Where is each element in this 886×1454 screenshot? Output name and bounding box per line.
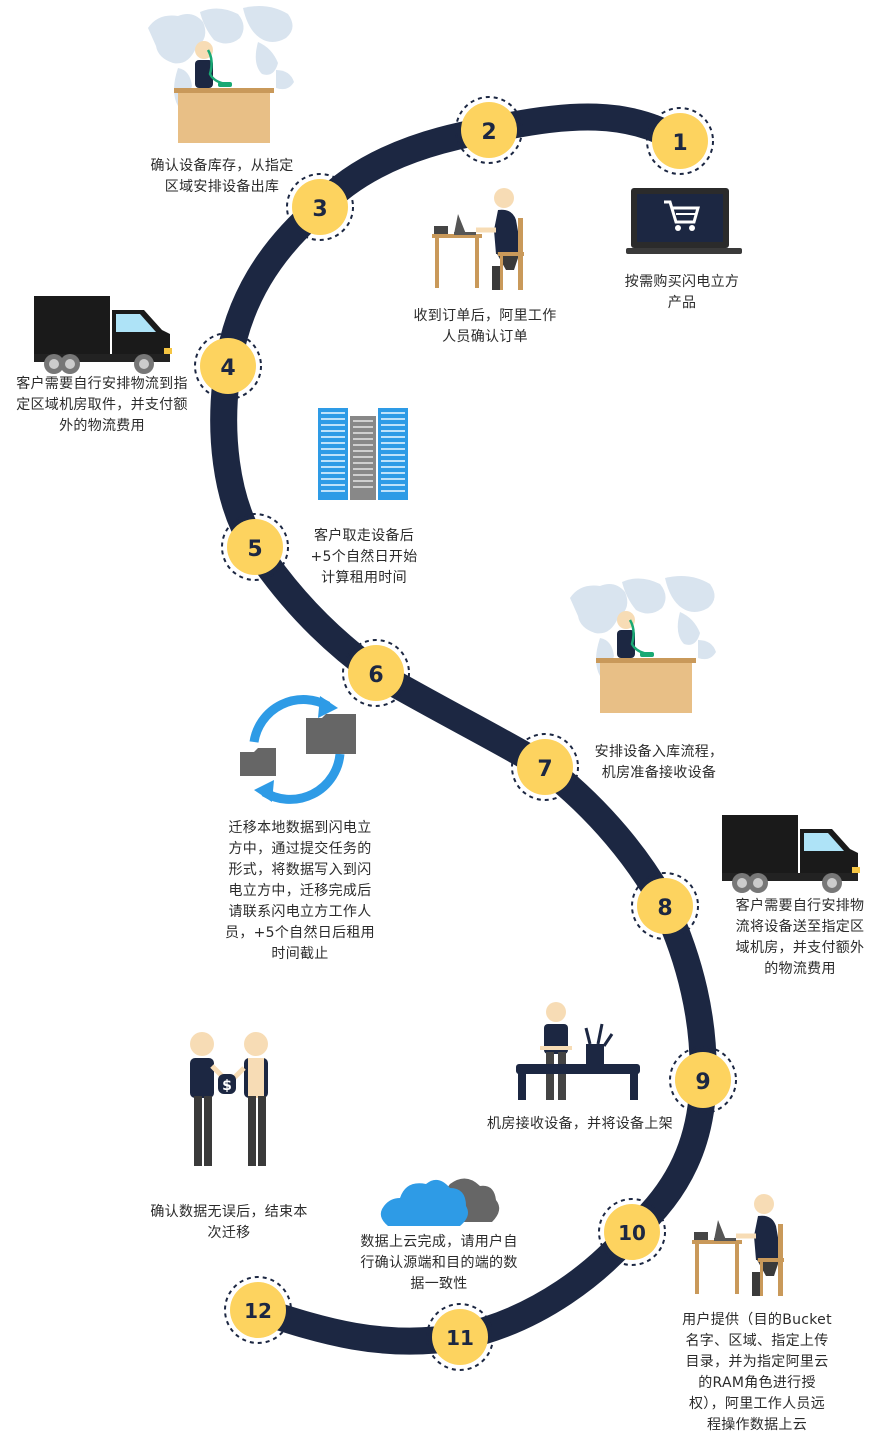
step-number-7: 7 bbox=[537, 757, 552, 782]
sync-folders-icon bbox=[240, 695, 356, 804]
step-badge-2: 2 bbox=[455, 96, 523, 164]
step-4-description: 客户需要自行安排物流到指 定区域机房取件，并支付额 外的物流费用 bbox=[16, 376, 188, 434]
step-number-1: 1 bbox=[672, 131, 687, 156]
step-badge-4: 4 bbox=[194, 332, 262, 400]
step-7-description: 安排设备入库流程， 机房准备接收设备 bbox=[594, 744, 724, 781]
step-number-2: 2 bbox=[481, 120, 496, 145]
step-badge-12: 12 bbox=[224, 1276, 292, 1344]
step-badge-8: 8 bbox=[631, 872, 699, 940]
person-on-phone-desk-icon bbox=[148, 6, 294, 143]
step-6-description: 迁移本地数据到闪电立 方中，通过提交任务的 形式，将数据写入到闪 电立方中，迁移… bbox=[225, 820, 375, 962]
step-11-description: 数据上云完成，请用户自 行确认源端和目的端的数 据一致性 bbox=[360, 1234, 518, 1292]
step-5-description: 客户取走设备后 +5个自然日开始 计算租用时间 bbox=[310, 528, 418, 586]
laptop-cart-icon bbox=[626, 188, 742, 254]
step-number-11: 11 bbox=[446, 1326, 474, 1350]
step-badge-3: 3 bbox=[286, 173, 354, 241]
step-number-5: 5 bbox=[247, 537, 262, 562]
step-2-description: 收到订单后，阿里工作 人员确认订单 bbox=[413, 308, 557, 345]
step-badge-6: 6 bbox=[342, 639, 410, 707]
buildings-icon bbox=[318, 408, 408, 500]
truck-icon bbox=[34, 296, 172, 374]
step-number-12: 12 bbox=[244, 1299, 272, 1323]
step-badge-1: 1 bbox=[646, 107, 714, 175]
step-badge-7: 7 bbox=[511, 733, 579, 801]
step-badge-11: 11 bbox=[426, 1303, 494, 1371]
step-number-3: 3 bbox=[312, 197, 327, 222]
person-on-phone-desk-icon bbox=[570, 576, 716, 713]
step-1-description: 按需购买闪电立方 产品 bbox=[624, 274, 740, 311]
step-number-8: 8 bbox=[657, 896, 672, 921]
step-badge-5: 5 bbox=[221, 513, 289, 581]
step-12-description: 确认数据无误后，结束本 次迁移 bbox=[150, 1204, 308, 1241]
step-badge-10: 10 bbox=[598, 1198, 666, 1266]
handshake-payment-icon: $ bbox=[190, 1032, 268, 1166]
step-8-description: 客户需要自行安排物 流将设备送至指定区 域机房，并支付额外 的物流费用 bbox=[735, 898, 865, 977]
truck-icon bbox=[722, 815, 860, 893]
step-10-description: 用户提供（目的Bucket 名字、区域、指定上传 目录，并为指定阿里云 的RAM… bbox=[682, 1312, 832, 1433]
clouds-icon bbox=[380, 1178, 500, 1226]
step-number-10: 10 bbox=[618, 1221, 646, 1245]
step-9-description: 机房接收设备，并将设备上架 bbox=[487, 1116, 673, 1132]
step-number-4: 4 bbox=[220, 356, 235, 381]
svg-text:$: $ bbox=[222, 1078, 232, 1094]
step-badge-9: 9 bbox=[669, 1046, 737, 1114]
person-at-desk-icon bbox=[432, 188, 524, 290]
step-number-6: 6 bbox=[368, 663, 383, 688]
step-3-description: 确认设备库存，从指定 区域安排设备出库 bbox=[150, 158, 294, 195]
person-at-workbench-icon bbox=[516, 1002, 640, 1100]
step-number-9: 9 bbox=[695, 1070, 710, 1095]
person-at-desk-icon bbox=[692, 1194, 784, 1296]
